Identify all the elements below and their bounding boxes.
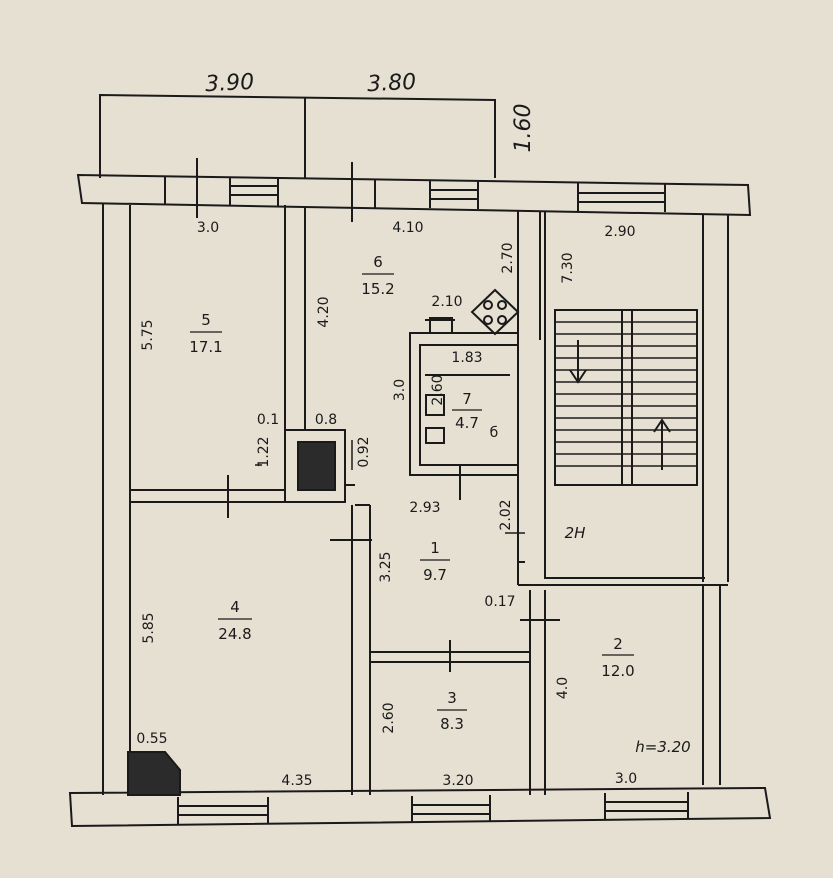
room-1-number: 1: [430, 539, 440, 557]
dim-3-0-top: 3.0: [197, 220, 219, 236]
room-1: 1 9.7: [420, 539, 450, 584]
dim-3-0-bottom: 3.0: [615, 771, 637, 787]
dim-7-30: 7.30: [560, 252, 576, 283]
dim-2-90: 2.90: [604, 224, 635, 240]
dim-2-93: 2.93: [409, 500, 440, 516]
room-2-number: 2: [613, 635, 623, 653]
room-1-area: 9.7: [423, 566, 447, 584]
room-4-area: 24.8: [218, 625, 251, 643]
dim-5-75: 5.75: [140, 319, 156, 350]
dimension-lines: [255, 440, 525, 534]
dim-3-25: 3.25: [378, 551, 394, 582]
right-exterior-wall: [702, 214, 729, 785]
top-dimension-left: 3.90: [205, 70, 255, 98]
room-3-area: 8.3: [440, 715, 464, 733]
room-7-number: 7: [462, 390, 472, 408]
dimension-labels: 3.0 4.10 2.90 2.70 7.30 5.75 4.20 2.10 1…: [136, 220, 637, 789]
room-6-number: 6: [373, 253, 383, 271]
room-7: 7 4.7: [452, 390, 482, 432]
stair-label: 2Н: [565, 524, 586, 542]
top-exterior-wall: [76, 158, 752, 222]
room-2: 2 12.0: [601, 635, 634, 680]
dim-4-20: 4.20: [316, 296, 332, 327]
dim-2-02: 2.02: [498, 499, 514, 530]
dim-0-1: 0.1: [257, 412, 279, 428]
dim-4-10: 4.10: [392, 220, 423, 236]
room-3: 3 8.3: [437, 689, 467, 733]
left-exterior-wall: [102, 203, 131, 795]
room-4-number: 4: [230, 598, 240, 616]
room-2-area: 12.0: [601, 662, 634, 680]
dim-2-60-bottom: 2.60: [381, 702, 397, 733]
dim-4-35: 4.35: [281, 773, 312, 789]
room-4: 4 24.8: [218, 598, 252, 643]
bathroom-fixture-label: б: [490, 425, 499, 441]
room-3-number: 3: [447, 689, 457, 707]
ceiling-height-label: h=3.20: [635, 738, 690, 756]
dim-5-85: 5.85: [141, 612, 157, 643]
room-6: 6 15.2: [361, 253, 394, 298]
bottom-exterior-wall: [68, 786, 772, 828]
room-7-area: 4.7: [455, 414, 479, 432]
room-5-area: 17.1: [189, 338, 222, 356]
top-dimension-right: 3.80: [367, 70, 417, 98]
dim-2-10: 2.10: [431, 294, 462, 310]
dim-0-55: 0.55: [136, 731, 167, 747]
staircase: [544, 309, 705, 579]
room-5-number: 5: [201, 311, 211, 329]
interior-walls: [130, 205, 728, 795]
dim-3-0-mid: 3.0: [392, 379, 408, 401]
dim-1-22: 1.22: [256, 436, 272, 467]
dim-0-8: 0.8: [315, 412, 337, 428]
dim-1-83: 1.83: [451, 350, 482, 366]
dim-2-70: 2.70: [500, 242, 516, 273]
balcony: [99, 93, 496, 178]
corner-fixture: [127, 751, 181, 796]
dim-0-92: 0.92: [356, 436, 372, 467]
dim-4-0: 4.0: [555, 677, 571, 699]
stove-icon: [470, 288, 520, 336]
ventilation-shaft: [284, 429, 346, 503]
room-6-area: 15.2: [361, 280, 394, 298]
room-5: 5 17.1: [189, 311, 222, 356]
balcony-depth-dimension: 1.60: [511, 104, 536, 153]
bathroom-walls: [409, 317, 519, 500]
dim-3-20: 3.20: [442, 773, 473, 789]
dim-2-60-top: 2.60: [430, 374, 446, 405]
dim-0-17: 0.17: [484, 594, 515, 610]
